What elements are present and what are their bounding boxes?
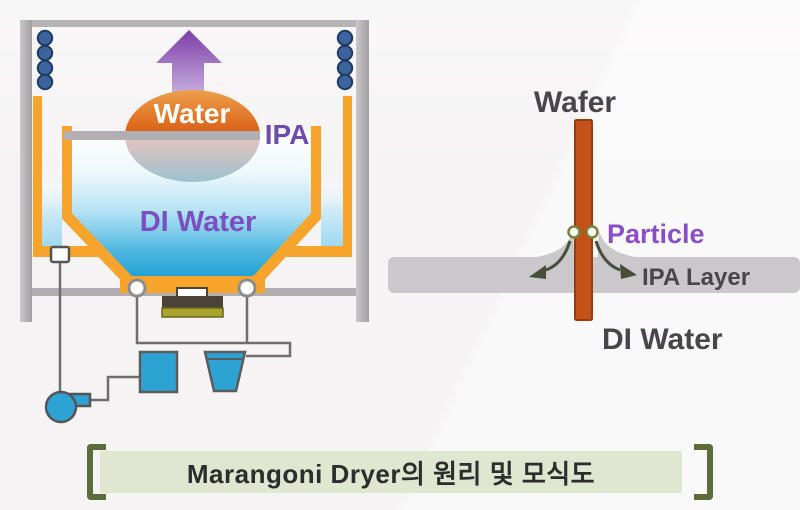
di-water-label-left: DI Water — [140, 206, 257, 238]
chemical-tank — [138, 350, 179, 394]
caption-bracket-right — [694, 444, 713, 500]
particle-dot-left — [567, 225, 581, 239]
caption-bracket-left — [87, 444, 106, 500]
spray-nozzle-left — [36, 29, 54, 91]
drain-valve-left — [127, 278, 147, 298]
overflow-water-left — [42, 176, 62, 246]
heater-unit — [161, 287, 224, 318]
frame-top-bar — [20, 20, 367, 27]
wafer-bar — [574, 119, 593, 321]
overflow-water-right — [321, 176, 343, 246]
drain-valve-right — [237, 278, 257, 298]
support-rod — [64, 131, 260, 140]
wafer-label: Wafer — [534, 86, 617, 119]
inner-tank — [62, 126, 322, 293]
particle-dot-right — [585, 225, 599, 239]
caption-title: Marangoni Dryer의 원리 및 모식도 — [100, 451, 682, 493]
pump — [44, 390, 92, 424]
collection-funnel — [203, 350, 247, 393]
di-water-label-right: DI Water — [602, 323, 723, 356]
spray-nozzle-right — [336, 29, 354, 91]
overflow-valve — [49, 245, 71, 264]
drain-piping — [58, 262, 292, 402]
ipa-layer-label: IPA Layer — [642, 264, 750, 291]
water-label: Water — [154, 98, 231, 129]
water-droplet — [125, 90, 260, 182]
marangoni-flow-arrows — [529, 240, 637, 279]
di-water-bath — [72, 132, 311, 279]
particle-label: Particle — [607, 219, 705, 249]
wafer-principle-diagram: Wafer Particle IPA Layer DI Water — [388, 86, 800, 356]
frame-right-post — [356, 20, 369, 322]
vapor-up-arrow — [156, 30, 222, 97]
ipa-label: IPA — [265, 119, 310, 150]
frame-left-post — [20, 20, 32, 322]
marangoni-dryer-apparatus: Water IPA DI Water — [20, 20, 369, 424]
